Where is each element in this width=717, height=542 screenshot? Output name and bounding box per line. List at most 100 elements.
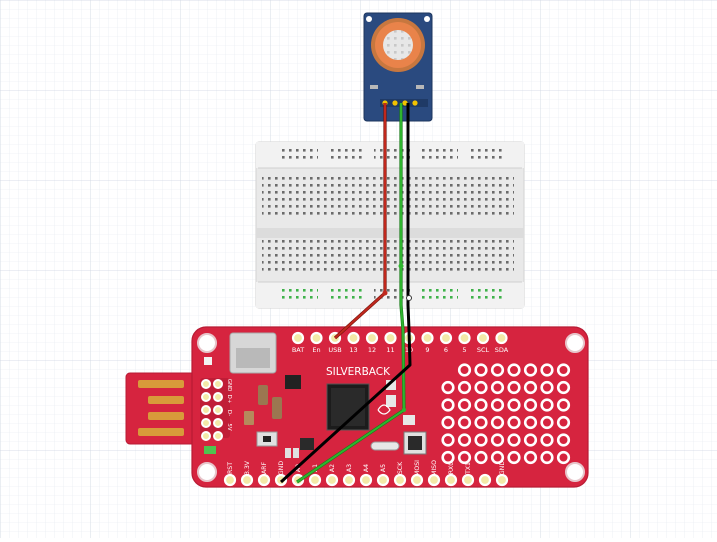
transistor — [300, 438, 314, 450]
terminal-strip-bottom — [262, 240, 514, 275]
bottom-pin-label: A4 — [363, 464, 370, 472]
header-pin[interactable] — [342, 473, 356, 487]
rail-holes-highlighted — [422, 286, 458, 300]
proto-hole — [490, 398, 505, 412]
wire-green[interactable] — [296, 103, 405, 483]
usb-pin-label: D- — [226, 410, 232, 416]
proto-hole — [457, 450, 472, 465]
proto-hole — [556, 450, 571, 465]
smd-resistor — [386, 395, 396, 407]
header-pin[interactable] — [444, 473, 458, 487]
top-pin-label: 11 — [386, 346, 394, 354]
header-pin[interactable] — [427, 473, 441, 487]
proto-hole — [556, 433, 571, 447]
header-pin[interactable] — [310, 331, 323, 345]
mount-hole — [366, 16, 372, 22]
bottom-pin-label: 3.3V — [244, 460, 251, 475]
header-pin[interactable] — [495, 331, 508, 345]
proto-hole — [540, 398, 554, 412]
bottom-pin-label: RST — [227, 462, 234, 474]
battery-connector-socket — [236, 348, 270, 368]
top-pin-label: SDA — [495, 346, 509, 354]
header-pin[interactable] — [257, 473, 271, 487]
header-pin[interactable] — [325, 473, 339, 487]
regulator-chip — [285, 375, 301, 389]
sensor-mesh-pattern — [383, 30, 413, 60]
header-pin[interactable] — [393, 473, 407, 487]
header-pin[interactable] — [461, 473, 475, 487]
led — [204, 357, 212, 365]
rail-holes — [282, 146, 318, 160]
top-pin-label: 6 — [444, 346, 448, 354]
proto-hole — [556, 380, 571, 395]
top-pin-label: 13 — [349, 346, 357, 354]
rail-holes — [374, 146, 410, 160]
usb-pin-labels: GND D+ D- 5V — [226, 379, 232, 431]
header-pin[interactable] — [240, 473, 254, 487]
header-pin[interactable] — [376, 473, 390, 487]
proto-hole — [474, 450, 488, 465]
header-pin[interactable] — [223, 473, 237, 487]
smd-resistor — [386, 380, 396, 390]
proto-hole — [523, 363, 538, 377]
gas-sensor-module[interactable] — [363, 12, 433, 122]
header-pin[interactable] — [458, 331, 471, 345]
half-breadboard[interactable] — [255, 141, 525, 309]
bottom-pin-label: A5 — [380, 464, 387, 472]
proto-hole — [490, 363, 505, 377]
usb-pin-pads — [200, 378, 230, 441]
proto-hole — [441, 380, 455, 395]
wires — [279, 103, 412, 484]
header-pin[interactable] — [365, 331, 379, 345]
proto-hole — [540, 450, 554, 465]
wire-endpoint — [382, 290, 388, 296]
usb-pin-label: GND — [226, 379, 232, 392]
pin-pad — [392, 100, 398, 106]
capacitor — [272, 397, 282, 419]
mount-hole — [424, 16, 430, 22]
proto-hole — [523, 415, 538, 430]
pin-pad — [412, 100, 418, 106]
proto-hole — [540, 433, 554, 447]
proto-hole — [507, 380, 521, 395]
mount-hole — [197, 462, 217, 482]
top-pin-label: 5 — [462, 346, 466, 354]
wire-black[interactable] — [279, 103, 412, 484]
header-pin[interactable] — [308, 473, 322, 487]
proto-hole — [441, 415, 455, 430]
proto-hole — [474, 380, 488, 395]
proto-hole — [556, 363, 571, 377]
usb-pin-label: D+ — [226, 395, 232, 404]
wire-bend — [402, 408, 406, 412]
header-pin[interactable] — [347, 331, 360, 345]
rail-holes-highlighted — [282, 286, 318, 300]
rail-holes — [422, 146, 458, 160]
header-pin[interactable] — [421, 331, 434, 345]
header-pin[interactable] — [495, 473, 509, 487]
proto-hole — [523, 398, 538, 412]
header-pin[interactable] — [476, 331, 490, 345]
bottom-pin-label: A3 — [346, 464, 353, 472]
rail-holes-highlighted — [328, 286, 364, 300]
power-led — [204, 446, 216, 454]
header-pin[interactable] — [478, 473, 492, 487]
mount-hole — [565, 333, 585, 353]
proto-hole — [490, 450, 505, 465]
header-pin[interactable] — [291, 331, 305, 345]
header-pin[interactable] — [359, 473, 373, 487]
bottom-pin-label: TX1 — [465, 462, 472, 475]
header-pin[interactable] — [384, 331, 397, 345]
proto-hole — [540, 380, 554, 395]
usb-contacts — [138, 380, 184, 436]
header-pin[interactable] — [439, 331, 453, 345]
header-pin[interactable] — [410, 473, 424, 487]
smd-component — [416, 85, 424, 89]
resistor — [293, 448, 299, 458]
usb-pin-label: 5V — [226, 423, 232, 430]
proto-hole — [457, 363, 472, 377]
proto-hole — [490, 380, 505, 395]
proto-hole — [540, 363, 554, 377]
silverback-logo — [377, 404, 391, 415]
